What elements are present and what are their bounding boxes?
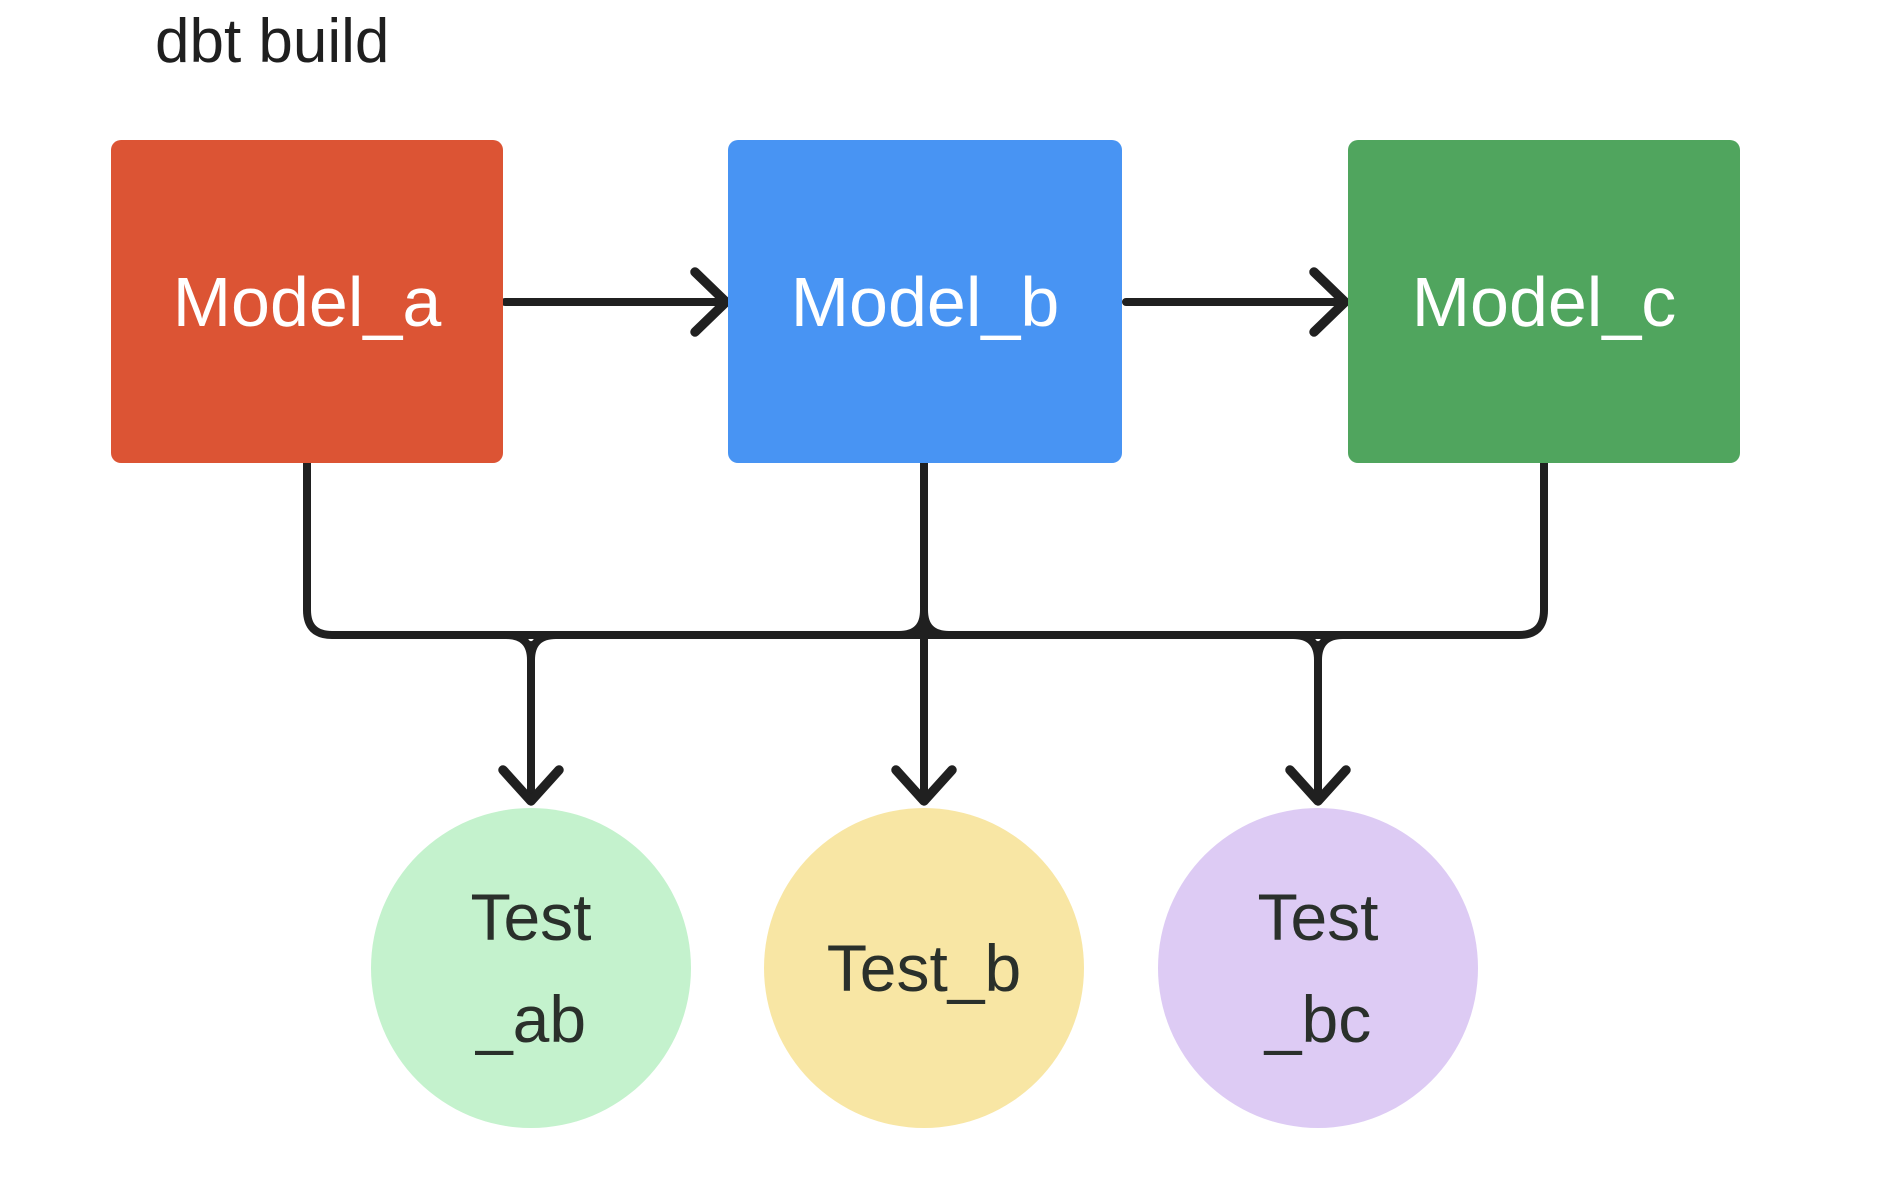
node-model-b-label: Model_b (790, 262, 1060, 341)
node-model-c: Model_c (1348, 140, 1740, 463)
node-model-a: Model_a (111, 140, 503, 463)
arrowhead-model-b-icon (690, 267, 731, 337)
arrowhead-test-b-icon (891, 765, 957, 806)
node-model-b: Model_b (728, 140, 1122, 463)
bus-fillet-right-model-b (920, 606, 953, 639)
arrowhead-model-c-icon (1309, 267, 1350, 337)
node-test-ab-label-line1: Test (470, 879, 592, 954)
node-test-bc: Test _bc (1158, 808, 1478, 1128)
arrowhead-test-bc-icon (1285, 765, 1351, 806)
arrowhead-test-ab-icon (498, 765, 564, 806)
node-test-b-label-line1: Test_b (826, 930, 1022, 1005)
node-test-ab-label-line2: _ab (475, 982, 587, 1056)
node-test-bc-label-line1: Test (1257, 879, 1379, 954)
node-test-b: Test_b (764, 808, 1084, 1128)
node-test-ab: Test _ab (371, 808, 691, 1128)
node-test-bc-label-line2: _bc (1264, 982, 1372, 1056)
node-model-c-label: Model_c (1411, 262, 1677, 341)
node-model-a-label: Model_a (172, 262, 442, 341)
diagram-title: dbt build (155, 7, 390, 76)
